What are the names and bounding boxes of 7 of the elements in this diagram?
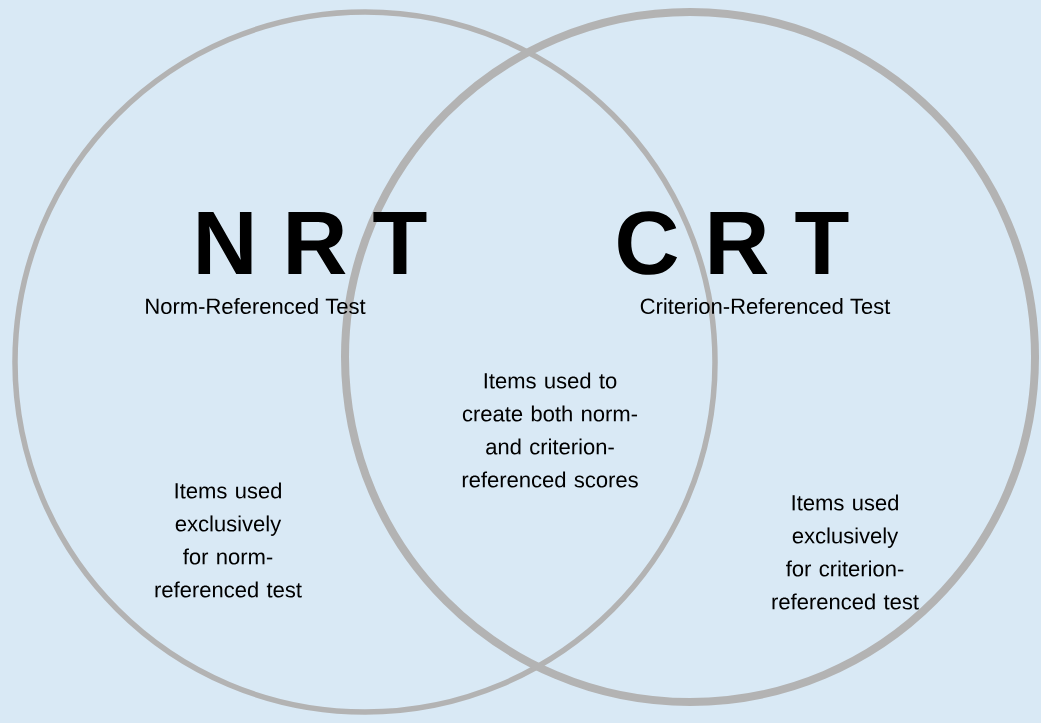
circle-heading: N R T xyxy=(198,212,427,274)
circle-heading: C R T xyxy=(618,211,849,275)
overlap-description: Items used to create both norm- and criterion-referenced scores xyxy=(462,372,638,488)
circle-description: Items used exclusively for criterion-referenced test xyxy=(772,494,919,610)
circle-description: Items used exclusively for norm-referenced test xyxy=(155,482,302,598)
circle-subtitle: Criterion-Referenced Test xyxy=(640,297,891,315)
circle-subtitle: Norm-Referenced Test xyxy=(146,297,366,315)
